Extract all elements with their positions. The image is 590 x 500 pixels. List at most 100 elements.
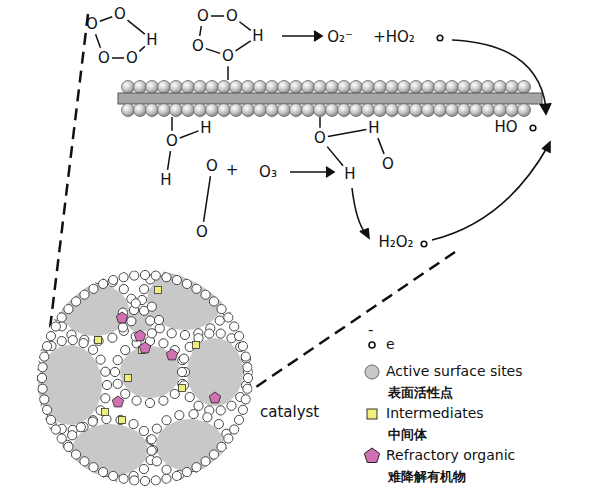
site-bead: [132, 396, 141, 405]
organic-pentagon: [209, 392, 220, 403]
pore-region: [147, 270, 223, 330]
site-bead: [227, 401, 236, 410]
site-bead: [201, 290, 210, 299]
surface-site: [134, 81, 147, 94]
surface-site: [242, 81, 255, 94]
site-bead: [162, 416, 171, 425]
surface-site: [446, 81, 459, 94]
site-bead: [108, 333, 117, 342]
site-bead: [140, 270, 149, 279]
surface-site: [230, 81, 243, 94]
site-bead: [159, 339, 168, 348]
legend-swatch: [367, 409, 377, 419]
site-bead: [230, 322, 239, 331]
surface-site: [374, 81, 387, 94]
formula-label: catalyst: [260, 404, 319, 421]
site-bead: [29, 374, 38, 383]
surface-site: [170, 104, 183, 117]
surface-site: [410, 81, 423, 94]
site-bead: [89, 463, 98, 472]
site-bead: [217, 304, 226, 313]
site-bead: [216, 329, 225, 338]
surface-site: [254, 81, 267, 94]
radical-dot: [421, 241, 427, 247]
site-bead: [89, 284, 98, 293]
formula-label: O: [166, 133, 178, 150]
surface-site: [422, 81, 435, 94]
bond: [319, 117, 321, 128]
site-bead: [57, 289, 66, 298]
site-bead: [51, 425, 60, 434]
surface-site: [470, 81, 483, 94]
legend-translation: 难降解有机物: [388, 470, 466, 484]
intermediate-square: [95, 337, 102, 344]
site-bead: [88, 345, 97, 354]
site-bead: [214, 461, 223, 470]
surface-site: [218, 81, 231, 94]
pore-region: [61, 284, 129, 336]
site-bead: [243, 363, 252, 372]
surface-site: [278, 81, 291, 94]
surface-site: [206, 81, 219, 94]
site-bead: [130, 476, 139, 485]
surface-site: [170, 81, 183, 94]
site-bead: [131, 299, 140, 308]
site-bead: [52, 300, 61, 309]
site-bead: [121, 389, 130, 398]
site-bead: [205, 329, 214, 338]
site-bead: [119, 285, 128, 294]
site-bead: [147, 446, 156, 455]
site-bead: [203, 413, 212, 422]
site-bead: [96, 355, 105, 364]
site-bead: [152, 424, 161, 433]
surface-site: [482, 81, 495, 94]
pore-region: [38, 345, 102, 425]
site-bead: [209, 297, 218, 306]
surface-site: [218, 104, 231, 117]
bond: [236, 41, 251, 51]
reaction-arrow: [432, 146, 548, 240]
surface-site: [422, 104, 435, 117]
site-bead: [206, 267, 215, 276]
surface-site: [446, 104, 459, 117]
surface-site: [230, 104, 243, 117]
arrowhead: [540, 103, 551, 114]
formula-label: H: [344, 166, 355, 183]
formula-label: H: [200, 120, 211, 137]
bond: [100, 17, 112, 21]
site-bead: [180, 330, 189, 339]
site-bead: [224, 313, 233, 322]
site-bead: [40, 352, 49, 361]
site-bead: [99, 467, 108, 476]
surface-site: [386, 104, 399, 117]
site-bead: [42, 342, 51, 351]
surface-site: [194, 104, 207, 117]
formula-label: O: [86, 16, 98, 33]
site-bead: [64, 304, 73, 313]
intermediate-square: [193, 342, 200, 349]
bond: [168, 151, 171, 170]
surface-site: [482, 104, 495, 117]
site-bead: [57, 337, 66, 346]
surface-site: [182, 81, 195, 94]
site-bead: [113, 379, 122, 388]
site-bead: [214, 420, 223, 429]
formula-label: O₂⁻: [327, 29, 353, 46]
surface-site: [470, 104, 483, 117]
bond: [96, 34, 101, 48]
surface-site: [134, 104, 147, 117]
site-bead: [230, 425, 239, 434]
surface-site: [386, 81, 399, 94]
site-bead: [88, 474, 97, 483]
surface-site: [374, 104, 387, 117]
surface-site: [278, 104, 291, 117]
site-bead: [80, 276, 89, 285]
site-bead: [57, 313, 66, 322]
surface-site: [434, 81, 447, 94]
surface-site: [266, 81, 279, 94]
site-bead: [172, 471, 181, 480]
site-bead: [76, 423, 85, 432]
site-bead: [241, 352, 250, 361]
